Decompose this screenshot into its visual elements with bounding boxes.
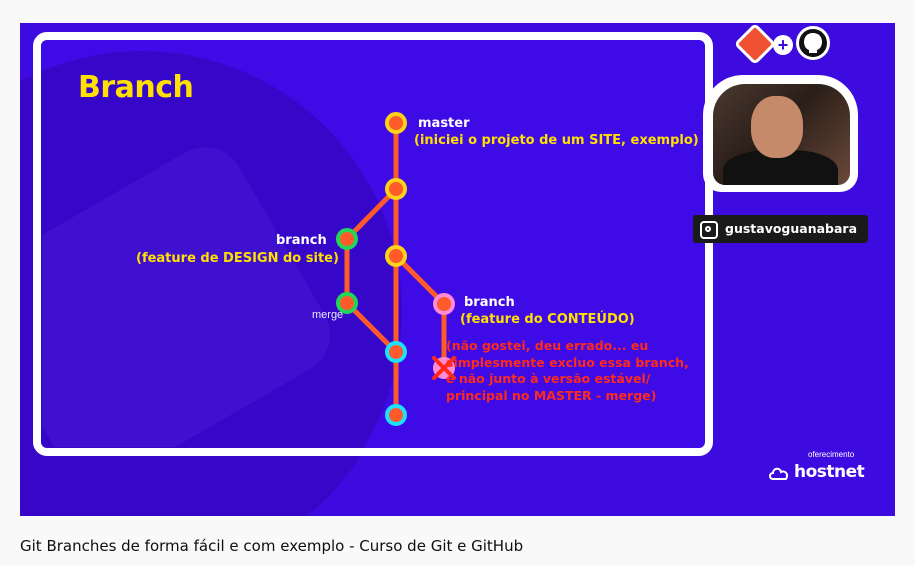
design-branch-line [344, 186, 399, 242]
delete-x-icon [432, 356, 456, 380]
commit-node [385, 178, 407, 200]
delete-branch-note: (não gostei, deu errado... eu simplesmen… [446, 338, 706, 404]
presenter-face [751, 96, 803, 158]
cloud-icon [769, 467, 789, 480]
commit-node [433, 293, 455, 315]
instagram-handle: gustavoguanabara [725, 221, 858, 236]
slide-title: Branch [78, 70, 194, 105]
master-description: (iniciei o projeto de um SITE, exemplo) [414, 133, 699, 148]
merge-line [344, 300, 399, 355]
commit-node [385, 341, 407, 363]
commit-node [336, 228, 358, 250]
note-line: simplesmente excluo essa branch, [446, 354, 689, 370]
webcam-feed [713, 84, 850, 185]
sponsor-brand: hostnet [794, 462, 865, 482]
content-branch-line [393, 253, 447, 307]
commit-node [385, 112, 407, 134]
video-title[interactable]: Git Branches de forma fácil e com exempl… [20, 537, 524, 555]
note-line: (não gostei, deu errado... eu [446, 338, 649, 353]
content-branch-description: (feature do CONTEÚDO) [460, 312, 635, 327]
commit-node [385, 404, 407, 426]
slide-frame [33, 32, 713, 456]
sponsor-label: oferecimento [808, 450, 855, 459]
design-branch-description: (feature de DESIGN do site) [136, 251, 339, 266]
design-branch-label: branch [276, 233, 327, 248]
merge-label: merge [312, 309, 344, 321]
instagram-badge: gustavoguanabara [693, 215, 868, 243]
slide-board [42, 41, 704, 447]
note-line: e não junto à versão estável/ [446, 371, 651, 386]
github-icon [796, 26, 830, 60]
plus-icon: + [773, 35, 793, 55]
sponsor-logo: hostnet [769, 462, 865, 482]
commit-node [385, 245, 407, 267]
instagram-icon [700, 221, 718, 239]
commit-node [336, 292, 358, 314]
content-branch-label: branch [464, 295, 515, 310]
master-label: master [418, 116, 470, 131]
note-line: principal no MASTER - merge) [446, 387, 657, 403]
